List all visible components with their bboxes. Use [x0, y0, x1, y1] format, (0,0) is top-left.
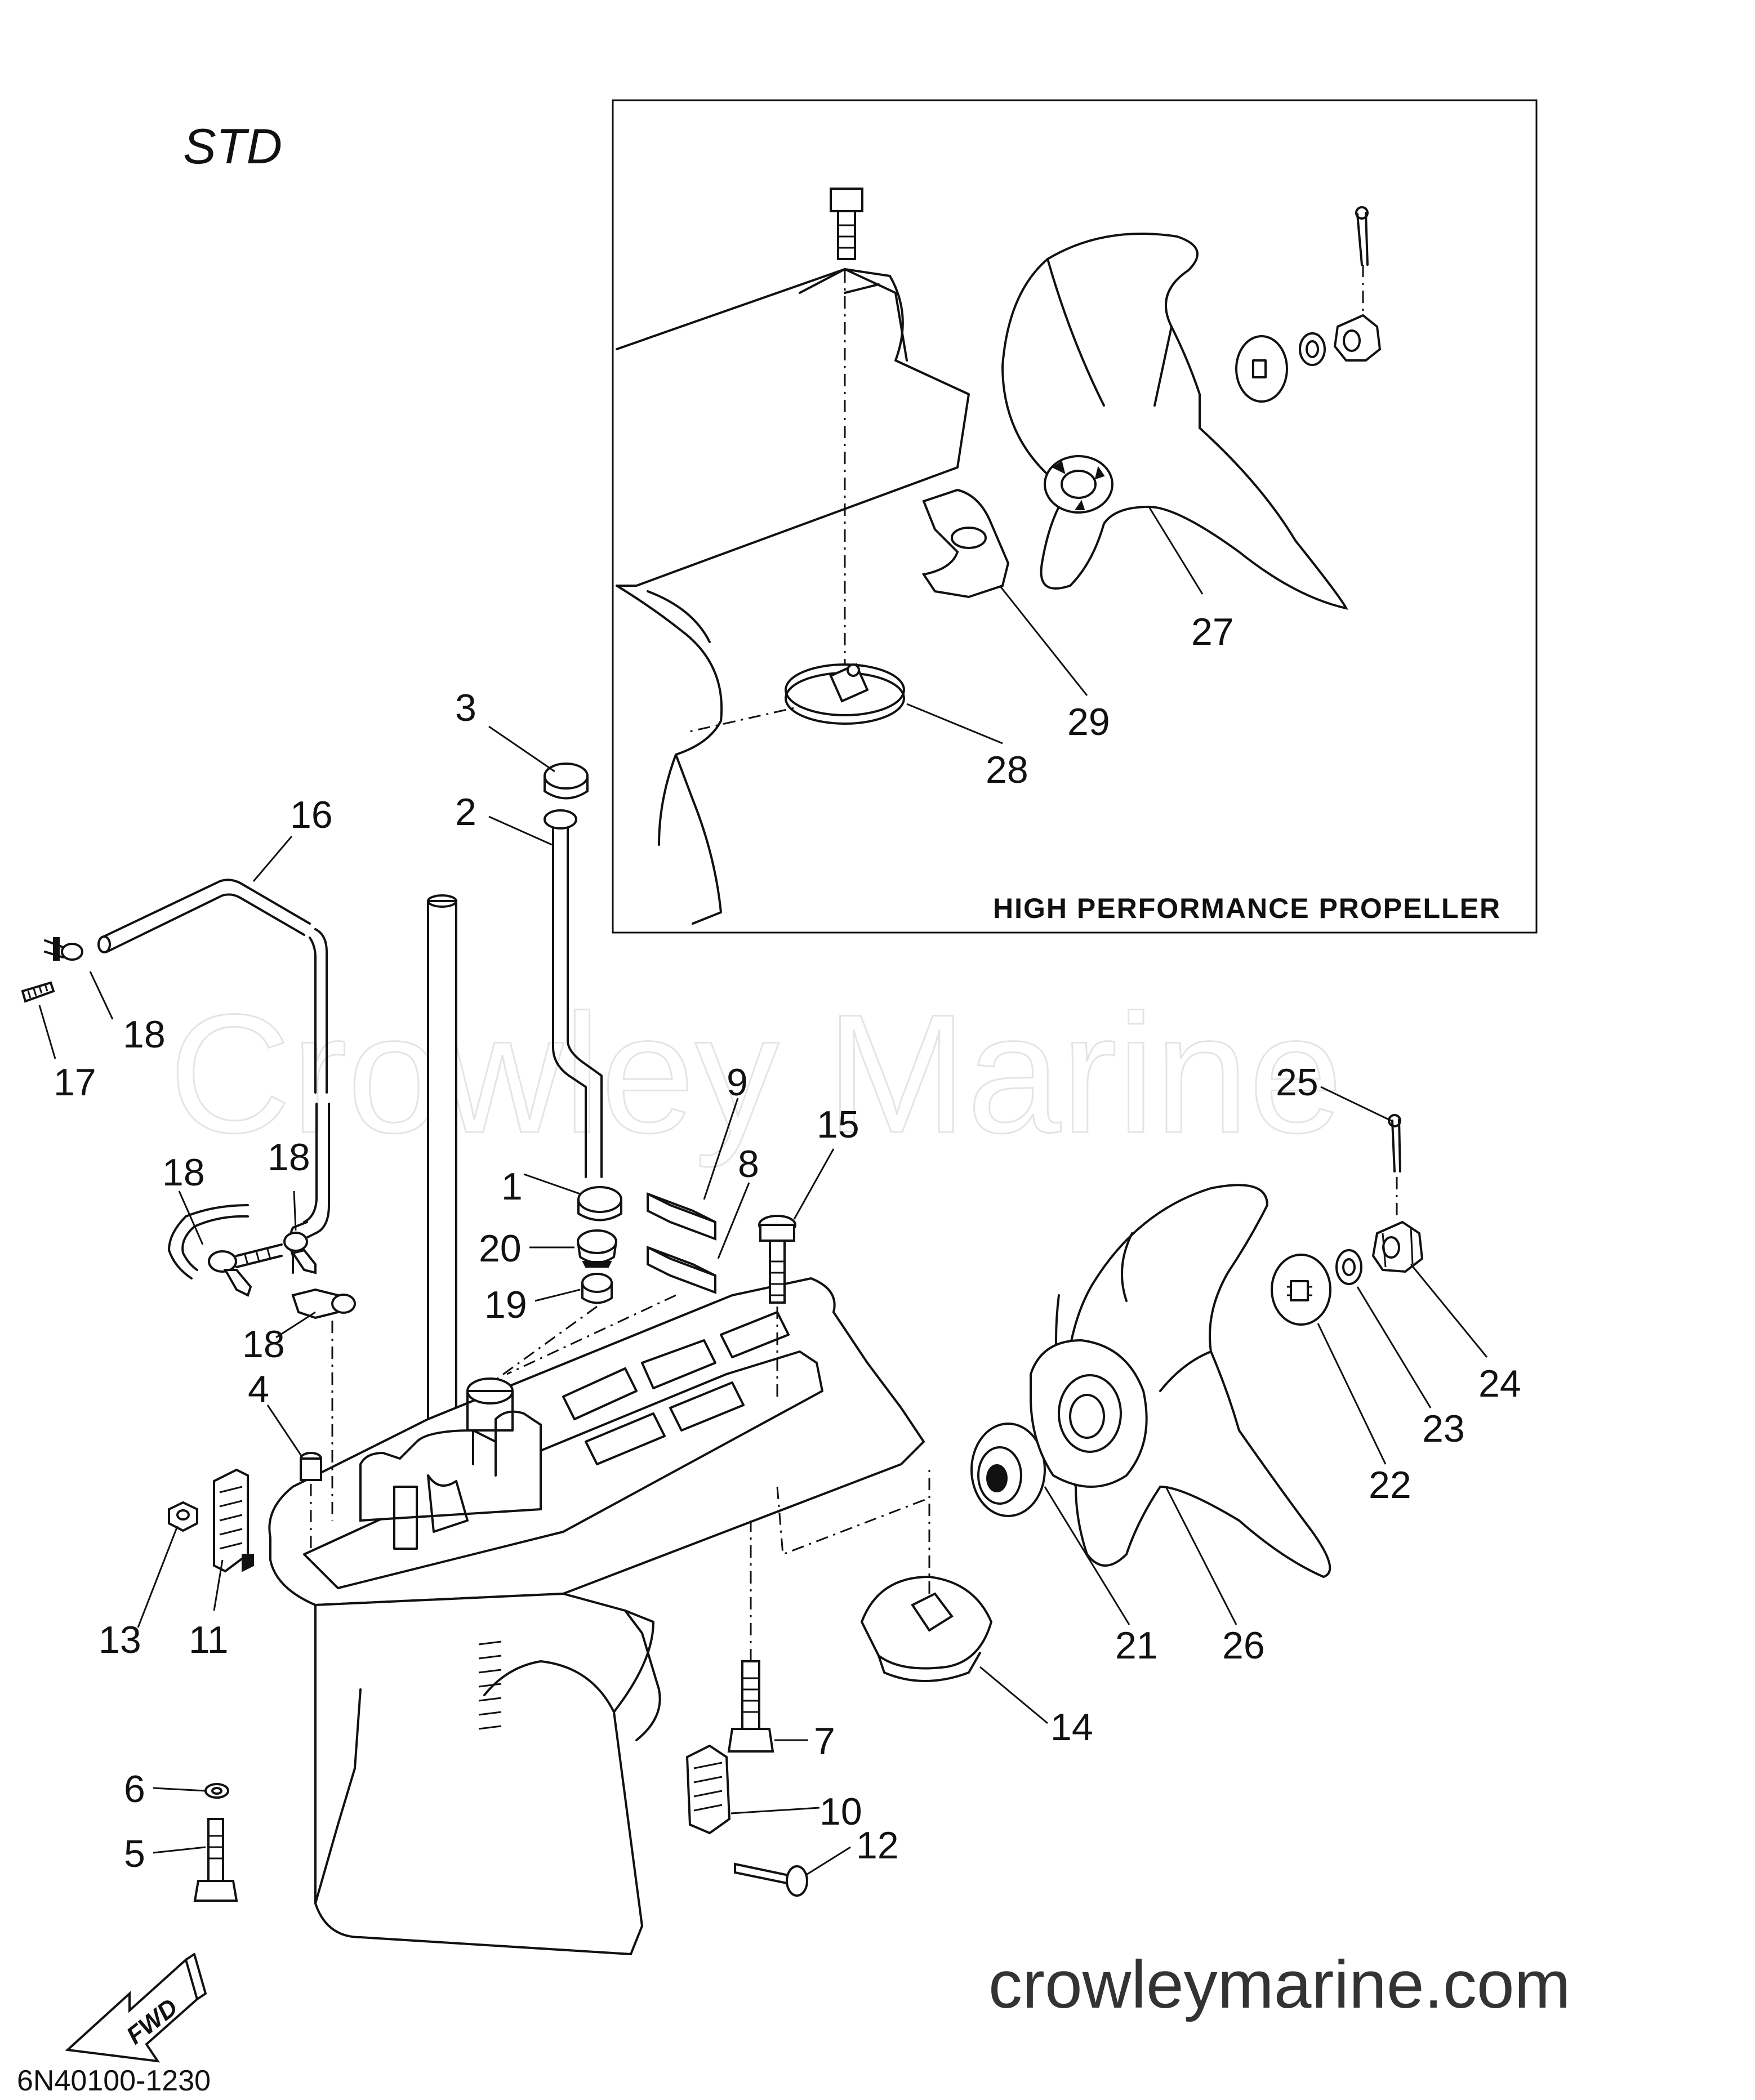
inset-spacer — [1235, 335, 1288, 403]
inset-title: HIGH PERFORMANCE PROPELLER — [993, 893, 1501, 924]
nut-13 — [168, 1501, 198, 1532]
callout-numbers: 3 2 16 18 17 1 20 19 9 8 15 18 18 18 4 1… — [54, 610, 1521, 1875]
callout-25: 25 — [1276, 1061, 1319, 1104]
seal-1 — [577, 1186, 622, 1221]
grommet-3 — [544, 763, 589, 800]
callout-27: 27 — [1191, 610, 1234, 653]
hose-clip-18-left — [208, 1243, 283, 1297]
thrust-hub-21 — [970, 1423, 1046, 1517]
callout-18-mid: 18 — [268, 1136, 310, 1179]
callout-16: 16 — [290, 793, 333, 836]
propeller-26 — [1030, 1184, 1331, 1579]
bushing-19 — [581, 1273, 613, 1304]
inset-nut — [1333, 314, 1382, 362]
callout-3: 3 — [455, 686, 476, 729]
variant-label: STD — [183, 118, 282, 174]
callout-13: 13 — [99, 1619, 141, 1661]
inset-bolt — [830, 188, 863, 260]
bolt-15 — [758, 1215, 796, 1397]
inset-cotter-pin — [1355, 206, 1369, 315]
drawing-code: 6N40100-1230 — [17, 2065, 211, 2097]
forward-direction-arrow: FWD — [65, 1953, 207, 2063]
screw-12 — [734, 1862, 808, 1897]
hose-nipple-17 — [21, 981, 55, 1003]
hose-clip-18-top — [44, 937, 83, 961]
inset-thrust-washer — [921, 488, 1010, 599]
inset-trim-tab — [785, 663, 905, 725]
callout-10: 10 — [819, 1790, 862, 1833]
callout-21: 21 — [1115, 1624, 1158, 1667]
callout-29: 29 — [1067, 701, 1110, 743]
inset-propeller — [1001, 233, 1348, 610]
callout-7: 7 — [814, 1720, 835, 1763]
inset-washer — [1299, 332, 1326, 366]
callout-23: 23 — [1422, 1407, 1465, 1450]
callout-28: 28 — [986, 748, 1028, 791]
callout-26: 26 — [1222, 1624, 1265, 1667]
hose-clip-18-bottom — [291, 1288, 356, 1319]
callout-11: 11 — [189, 1619, 229, 1661]
site-url: crowleymarine.com — [988, 1947, 1571, 2022]
key-8 — [647, 1246, 716, 1294]
callout-17: 17 — [54, 1061, 96, 1104]
washer-6 — [204, 1783, 229, 1799]
callout-19: 19 — [484, 1283, 527, 1326]
key-9 — [647, 1192, 716, 1241]
callout-8: 8 — [738, 1143, 759, 1185]
callout-22: 22 — [1369, 1464, 1411, 1506]
bolt-7 — [727, 1521, 774, 1753]
callout-2: 2 — [455, 791, 476, 833]
hose-clip-18-mid — [283, 1232, 317, 1274]
watermark-text: Crowley Marine — [169, 979, 1343, 1169]
callout-14: 14 — [1050, 1706, 1093, 1749]
anode-11 — [213, 1468, 254, 1573]
anode-10 — [685, 1744, 731, 1835]
washer-23 — [1335, 1249, 1362, 1285]
hose-16 — [97, 879, 330, 1279]
callout-6: 6 — [124, 1768, 145, 1811]
callout-24: 24 — [1478, 1362, 1521, 1405]
nut-24 — [1371, 1220, 1424, 1273]
leader-lines — [38, 506, 1488, 1876]
callout-18-bottom: 18 — [242, 1323, 285, 1366]
callout-12: 12 — [856, 1824, 899, 1867]
callout-1: 1 — [501, 1165, 523, 1208]
spacer-22 — [1271, 1254, 1331, 1326]
callout-20: 20 — [479, 1227, 522, 1270]
callout-15: 15 — [817, 1103, 859, 1146]
cotter-pin-25 — [1388, 1114, 1401, 1219]
high-performance-propeller-inset: HIGH PERFORMANCE PROPELLER — [612, 99, 1538, 934]
callout-18-left: 18 — [162, 1151, 205, 1194]
callout-9: 9 — [727, 1061, 748, 1104]
callout-5: 5 — [124, 1833, 145, 1875]
callout-18-top: 18 — [123, 1013, 166, 1056]
cap-4 — [300, 1452, 322, 1554]
lower-unit-assembly — [21, 763, 1424, 1956]
bolt-5 — [193, 1818, 238, 1902]
callout-4: 4 — [248, 1368, 269, 1411]
trim-tab-14 — [860, 1470, 993, 1682]
seal-20 — [577, 1229, 617, 1268]
